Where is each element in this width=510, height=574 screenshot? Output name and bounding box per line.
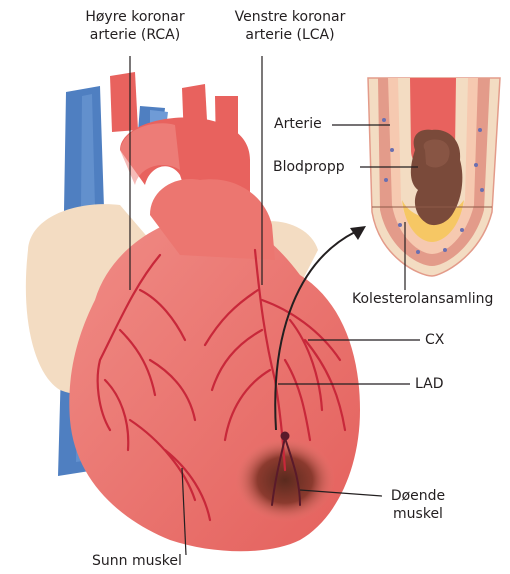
label-lca: Venstre koronar arterie (LCA) (228, 8, 352, 44)
label-sunn: Sunn muskel (92, 552, 182, 570)
label-lca-line2: arterie (LCA) (228, 26, 352, 44)
label-rca-line1: Høyre koronar (82, 8, 188, 26)
label-doende: Døende muskel (378, 487, 458, 523)
label-blodpropp: Blodpropp (273, 158, 345, 176)
label-lad: LAD (415, 375, 443, 393)
artery-inset (368, 78, 500, 276)
label-arterie: Arterie (274, 115, 322, 133)
dying-muscle-area (235, 438, 335, 522)
blockage-point (281, 432, 290, 441)
label-cx: CX (425, 331, 444, 349)
label-kolesterol: Kolesterolansamling (352, 290, 493, 308)
label-rca: Høyre koronar arterie (RCA) (82, 8, 188, 44)
label-doende-line1: Døende (378, 487, 458, 505)
label-rca-line2: arterie (RCA) (82, 26, 188, 44)
label-lca-line1: Venstre koronar (228, 8, 352, 26)
label-doende-line2: muskel (378, 505, 458, 523)
